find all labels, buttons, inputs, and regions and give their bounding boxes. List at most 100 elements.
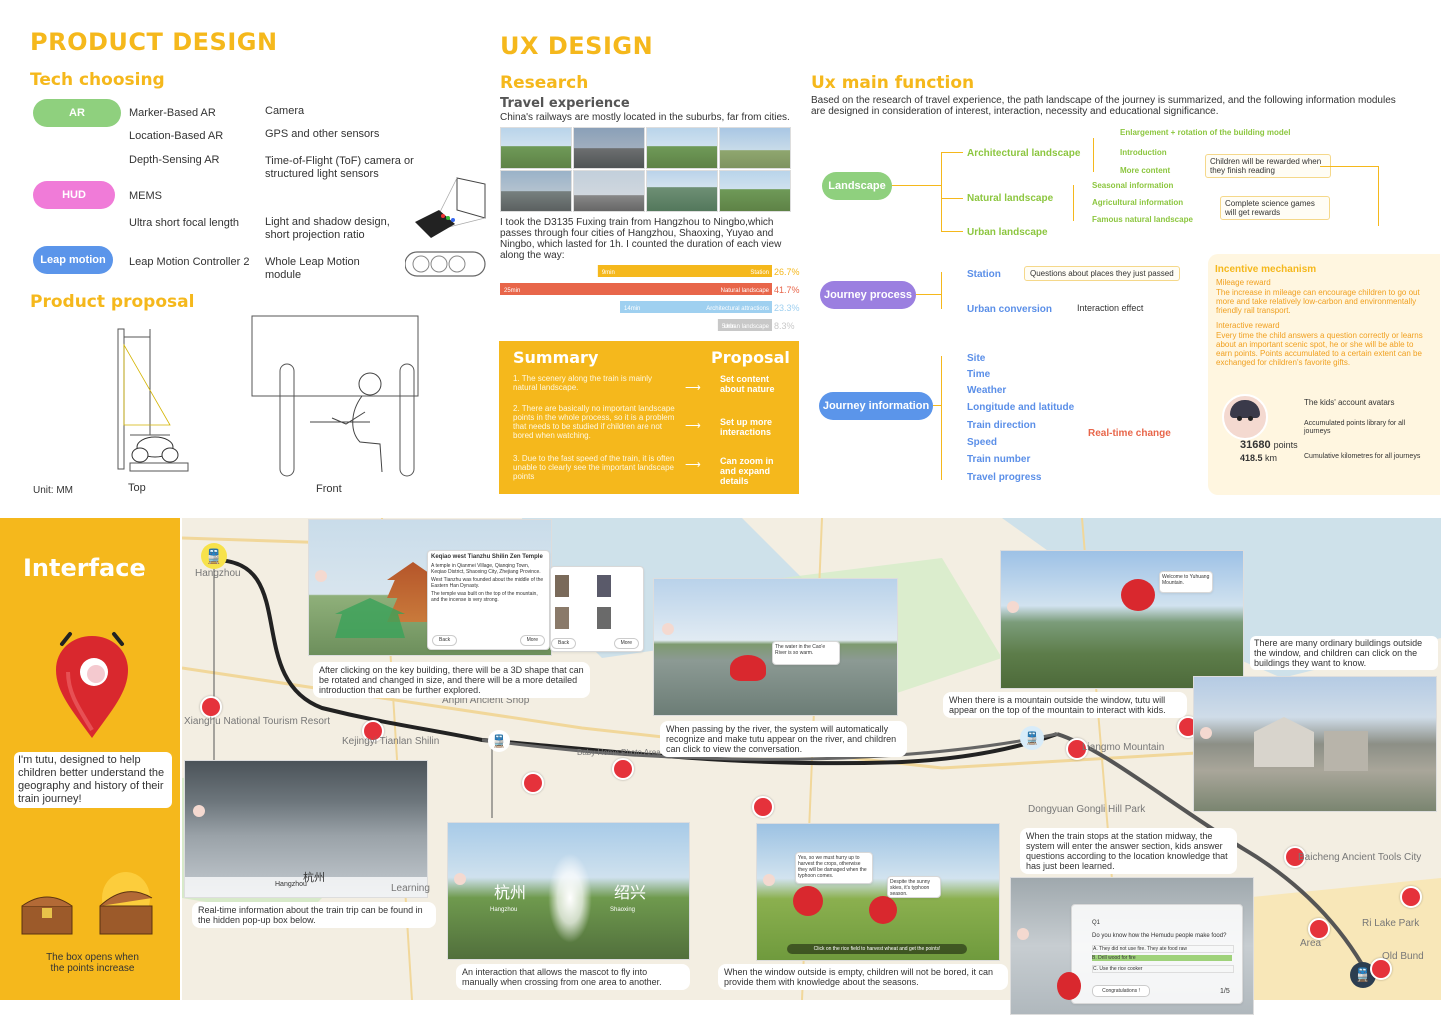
caption-5: Real-time information about the train tr… [192, 902, 436, 928]
info-speed: Speed [967, 437, 998, 448]
avatar[interactable] [1200, 727, 1212, 739]
map-pin[interactable] [752, 796, 774, 818]
screen-mountain[interactable]: Welcome to Yuhuang Mountain. [1000, 550, 1244, 689]
duration-time-label: 14min [624, 306, 640, 312]
field-bubble-2[interactable]: Despite the sunny skies, it's typhoon se… [887, 876, 941, 898]
avatar[interactable] [662, 623, 674, 635]
map-pin[interactable] [362, 720, 384, 742]
mountain-bubble[interactable]: Welcome to Yuhuang Mountain. [1159, 571, 1213, 593]
map-pin[interactable] [1308, 918, 1330, 940]
proposal-item-3: Can zoom in and expand details [720, 456, 774, 486]
km-note: Cumulative kilometres for all journeys [1304, 453, 1421, 460]
screen-station[interactable]: Hangzhou 杭州 Learning [184, 760, 430, 898]
map-pin[interactable] [1400, 886, 1422, 908]
avatar[interactable] [454, 873, 466, 885]
tutu-mascot-icon[interactable] [730, 655, 766, 681]
city-cn-label: 杭州 [303, 872, 325, 884]
info-time: Time [967, 369, 991, 380]
more-button[interactable]: More [613, 638, 639, 649]
avatar[interactable] [193, 805, 205, 817]
travel-description: I took the D3135 Fuxing train from Hangz… [500, 217, 782, 261]
points-note: Accumulated points library for all journ… [1304, 420, 1406, 435]
back-button[interactable]: Back [432, 635, 458, 646]
screen-field[interactable]: Yes, so we must hurry up to harvest the … [756, 823, 1000, 961]
front-view-label: Front [316, 483, 342, 495]
hud-device-2: Light and shadow design, short projectio… [265, 216, 390, 241]
travel-experience-title: Travel experience [500, 96, 630, 111]
avatar[interactable] [1017, 928, 1029, 940]
screen-buildings[interactable] [1193, 676, 1437, 812]
duration-bar [597, 265, 772, 277]
screen-temple[interactable]: Keqiao west Tianzhu Shilin Zen Temple A … [308, 519, 552, 656]
arrow-icon: ⟶ [685, 382, 701, 394]
avatar[interactable] [315, 570, 327, 582]
map-pin[interactable] [612, 758, 634, 780]
caption-8: When the train stops at the station midw… [1020, 828, 1237, 874]
leap-device-1: Whole Leap Motion module [265, 256, 360, 281]
tutu-mascot-icon [56, 632, 128, 738]
train-station-icon-shaoxing[interactable]: 🚆 [488, 730, 510, 752]
arch-item-1: Enlargement + rotation of the building m… [1120, 128, 1291, 137]
temple-popup: Keqiao west Tianzhu Shilin Zen Temple A … [427, 550, 550, 650]
tutu-mascot-icon[interactable] [793, 886, 823, 916]
map-label-learning: Learning [391, 883, 430, 894]
proposal-item-1: Set content about nature [720, 374, 775, 394]
back-button[interactable]: Back [551, 638, 577, 649]
map-label-xianghu: Xianghu National Tourism Resort [184, 716, 331, 727]
quiz-panel: Q1 Do you know how the Hemudu people mak… [1071, 904, 1243, 1004]
train-station-icon-yuyao[interactable]: 🚆 [1020, 726, 1044, 750]
map-pin[interactable] [1066, 738, 1088, 760]
more-button[interactable]: More [519, 635, 545, 646]
caption-6: An interaction that allows the mascot to… [456, 964, 690, 990]
map-pin[interactable] [522, 772, 544, 794]
hud-pill: HUD [33, 181, 115, 209]
summary-title: Summary [513, 348, 599, 367]
river-bubble[interactable]: The water in the Cao'e River is so warm. [772, 641, 840, 665]
kid-avatar [1222, 394, 1268, 440]
station-note: Questions about places they just passed [1024, 266, 1180, 281]
ar-device-3: Time-of-Flight (ToF) camera or structure… [265, 155, 414, 180]
station-label: Station [967, 269, 1001, 280]
congrats-button[interactable]: Congratulations ! [1092, 985, 1150, 997]
interface-sidebar: Interface I'm tutu, designed to help chi… [0, 518, 180, 1000]
map-label-baicheng: Baicheng Ancient Tools City [1298, 852, 1422, 863]
trip-info-bar[interactable]: Hangzhou [185, 877, 427, 897]
km-value: 418.5 km [1240, 453, 1278, 463]
leap-type-1: Leap Motion Controller 2 [129, 256, 250, 268]
tutu-mascot-icon[interactable] [869, 896, 897, 924]
building-shape[interactable] [1254, 717, 1314, 767]
map-pin[interactable] [1284, 846, 1306, 868]
map-pin[interactable] [1370, 958, 1392, 980]
interactive-text: Every time the child answers a question … [1216, 331, 1423, 367]
interaction-effect: Interaction effect [1077, 303, 1144, 313]
screen-quiz[interactable]: Q1 Do you know how the Hemudu people mak… [1010, 877, 1254, 1015]
train-station-icon-hangzhou[interactable]: 🚆 [201, 543, 227, 569]
map-pin[interactable] [200, 696, 222, 718]
building-shape[interactable] [1324, 731, 1368, 771]
tutu-mascot-icon[interactable] [1121, 579, 1155, 611]
temple-popup-title: Keqiao west Tianzhu Shilin Zen Temple [431, 554, 543, 560]
avatar[interactable] [763, 874, 775, 886]
journey-process-pill: Journey process [820, 281, 916, 309]
ar-type-2: Location-Based AR [129, 130, 224, 142]
quiz-option-c[interactable]: C. Use the rice cooker [1092, 965, 1234, 973]
leap-pill: Leap motion [33, 246, 113, 274]
screen-river[interactable]: The water in the Cao'e River is so warm. [653, 578, 898, 716]
quiz-option-b[interactable]: B. Drill wood for fire [1092, 955, 1232, 961]
duration-category-label: Station [750, 270, 769, 276]
screen-fly[interactable]: 杭州 绍兴 Hangzhou Shaoxing [447, 822, 690, 960]
interactive-title: Interactive reward [1216, 321, 1280, 330]
avatar[interactable] [1007, 601, 1019, 613]
summary-item-1: 1. The scenery along the train is mainly… [513, 374, 653, 392]
field-bubble[interactable]: Yes, so we must hurry up to harvest the … [795, 852, 873, 884]
info-direction: Train direction [967, 420, 1036, 431]
tutu-mascot-icon [1057, 972, 1081, 1000]
duration-pct-label: 26.7% [774, 267, 800, 277]
research-title: Research [500, 73, 589, 93]
mascot-intro: I'm tutu, designed to help children bett… [14, 752, 172, 808]
map-label-anpin: Anpin Ancient Shop [442, 695, 530, 706]
reward-note-2: Complete science games will get rewards [1220, 196, 1330, 220]
caption-7: When the window outside is empty, childr… [718, 964, 1008, 990]
top-view-drawing [117, 328, 189, 472]
quiz-option-a[interactable]: A. They did not use fire. They ate food … [1092, 945, 1234, 953]
